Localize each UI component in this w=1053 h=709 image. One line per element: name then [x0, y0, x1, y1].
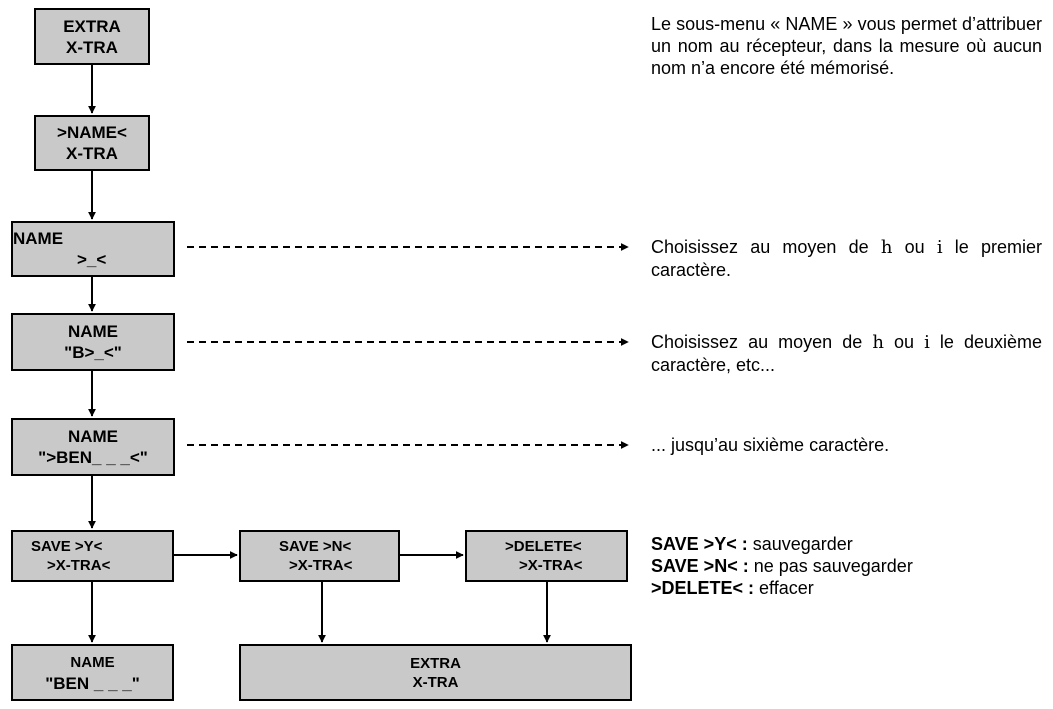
box-save-y: SAVE >Y< >X-TRA< [11, 530, 174, 582]
up-key-symbol: h [872, 332, 884, 353]
legend-item: SAVE >N< : ne pas sauvegarder [651, 555, 1042, 577]
box-name-menu-line2: X-TRA [66, 144, 118, 163]
step2-after: le deuxième caractère, etc... [651, 332, 1042, 375]
legend-desc: ne pas sauvegarder [748, 556, 913, 576]
box-name-ben: NAME ">BEN_ _ _<" [11, 418, 175, 476]
step2-text: Choisissez au moyen de h ou i le deuxièm… [651, 331, 1042, 376]
step2-before: Choisissez au moyen de [651, 332, 873, 352]
box-name-b-line1: NAME [67, 322, 119, 341]
box-delete-line1: >DELETE< [505, 538, 582, 555]
step3-text: ... jusqu’au sixième caractère. [651, 435, 890, 455]
box-extra-bottom: EXTRA X-TRA [239, 644, 632, 701]
step2-mid: ou [883, 332, 925, 352]
down-key-symbol: i [924, 332, 930, 353]
legend-key: SAVE >N< : [651, 556, 749, 576]
step1-after: le premier caractère. [651, 237, 1042, 280]
box-delete-line2: >X-TRA< [519, 557, 583, 574]
box-name-ben-line1: NAME [67, 427, 119, 446]
step1-text: Choisissez au moyen de h ou i le premier… [651, 236, 1042, 281]
box-name-menu: >NAME< X-TRA [34, 115, 150, 171]
box-name-empty-line2: >_< [77, 250, 107, 269]
legend-key: SAVE >Y< : [651, 534, 748, 554]
legend-key: >DELETE< : [651, 578, 755, 598]
down-key-symbol: i [936, 237, 943, 258]
intro-text: Le sous-menu « NAME » vous permet d’attr… [651, 14, 1042, 78]
legend-desc: effacer [754, 578, 814, 598]
box-save-n-line1: SAVE >N< [279, 538, 352, 555]
legend-item: >DELETE< : effacer [651, 577, 1042, 599]
box-save-n: SAVE >N< >X-TRA< [239, 530, 400, 582]
box-extra-bottom-line1: EXTRA [410, 654, 461, 672]
box-extra-top: EXTRA X-TRA [34, 8, 150, 65]
box-name-saved-line2: "BEN _ _ _" [45, 673, 140, 693]
legend: SAVE >Y< : sauvegarder SAVE >N< : ne pas… [651, 533, 1042, 599]
box-name-menu-line1: >NAME< [57, 123, 127, 142]
box-extra-top-line1: EXTRA [63, 16, 121, 36]
box-name-empty: NAME >_< [11, 221, 175, 277]
box-name-b-line2: "B>_<" [64, 343, 122, 362]
box-save-y-line1: SAVE >Y< [31, 538, 103, 555]
up-key-symbol: h [880, 237, 893, 258]
box-name-saved-line1: NAME [70, 653, 115, 671]
box-save-y-line2: >X-TRA< [47, 557, 111, 574]
box-name-b: NAME "B>_<" [11, 313, 175, 371]
legend-item: SAVE >Y< : sauvegarder [651, 533, 1042, 555]
box-delete: >DELETE< >X-TRA< [465, 530, 628, 582]
step1-mid: ou [892, 237, 937, 257]
box-name-empty-line1: NAME [13, 229, 64, 248]
box-extra-top-line2: X-TRA [66, 37, 118, 57]
box-name-saved: NAME "BEN _ _ _" [11, 644, 174, 701]
step1-before: Choisissez au moyen de [651, 237, 881, 257]
box-save-n-line2: >X-TRA< [289, 557, 353, 574]
box-name-ben-line2: ">BEN_ _ _<" [38, 448, 148, 467]
box-extra-bottom-line2: X-TRA [412, 673, 459, 691]
legend-desc: sauvegarder [747, 534, 853, 554]
